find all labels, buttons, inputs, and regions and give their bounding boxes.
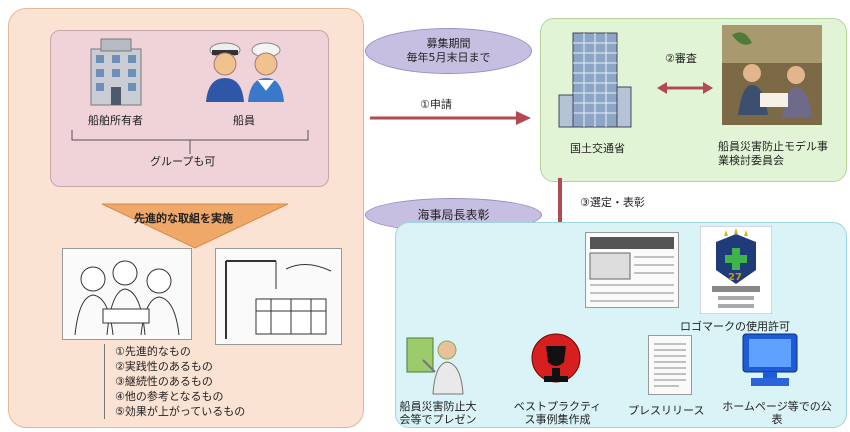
best-practice-label: ベストプラクティス事例集作成 <box>513 400 602 426</box>
crew-label: 船員 <box>233 114 255 127</box>
workers-meeting-illustration <box>62 248 192 340</box>
criteria-list: ①先進的なもの ②実践性のあるもの ③継続性のあるもの ④他の参考となるもの ⑤… <box>104 344 245 419</box>
logo-number: 27 <box>728 272 742 283</box>
period-deadline: 毎年5月末日まで <box>406 51 491 64</box>
period-title: 募集期間 <box>426 37 471 50</box>
logo-permission-label: ロゴマークの使用許可 <box>680 320 790 333</box>
director-award-label: 海事局長表彰 <box>417 208 490 222</box>
office-building-icon <box>90 38 142 106</box>
dock-facility-illustration <box>215 248 342 345</box>
criteria-item: ④他の参考となるもの <box>115 390 224 403</box>
review-double-arrow <box>657 82 713 94</box>
presenter-icon <box>406 337 464 395</box>
review-label: ②審査 <box>665 52 697 65</box>
homepage-label: ホームページ等での公表 <box>722 400 832 426</box>
initiative-arrow <box>101 203 289 249</box>
criteria-item: ③継続性のあるもの <box>115 375 213 388</box>
computer-icon <box>742 333 798 386</box>
presentation-label: 船員災害防止大会等でプレゼン <box>399 400 477 426</box>
apply-label: ①申請 <box>420 98 452 111</box>
application-period-oval: 募集期間 毎年5月末日まで <box>365 28 532 74</box>
committee-meeting-photo <box>722 25 822 125</box>
newspaper-article-image <box>585 232 679 308</box>
initiative-label: 先進的な取組を実施 <box>134 212 233 225</box>
ministry-building-icon <box>558 32 632 128</box>
press-release-document-icon <box>648 335 692 395</box>
group-bracket <box>71 130 309 154</box>
criteria-item: ⑤効果が上がっているもの <box>115 405 246 418</box>
group-allowed-label: グループも可 <box>150 155 216 168</box>
press-release-label: プレスリリース <box>628 404 705 417</box>
application-arrow <box>370 111 531 125</box>
crew-members-icon <box>206 42 284 102</box>
committee-label: 船員災害防止モデル事業検討委員会 <box>718 140 828 167</box>
best-practice-trophy-icon <box>531 333 581 383</box>
ship-owner-label: 船舶所有者 <box>88 114 143 127</box>
ministry-label: 国土交通省 <box>570 142 625 155</box>
safety-logo-mark <box>700 226 772 314</box>
selection-label: ③選定・表彰 <box>580 196 645 209</box>
criteria-item: ②実践性のあるもの <box>115 360 213 373</box>
criteria-item: ①先進的なもの <box>115 345 191 358</box>
